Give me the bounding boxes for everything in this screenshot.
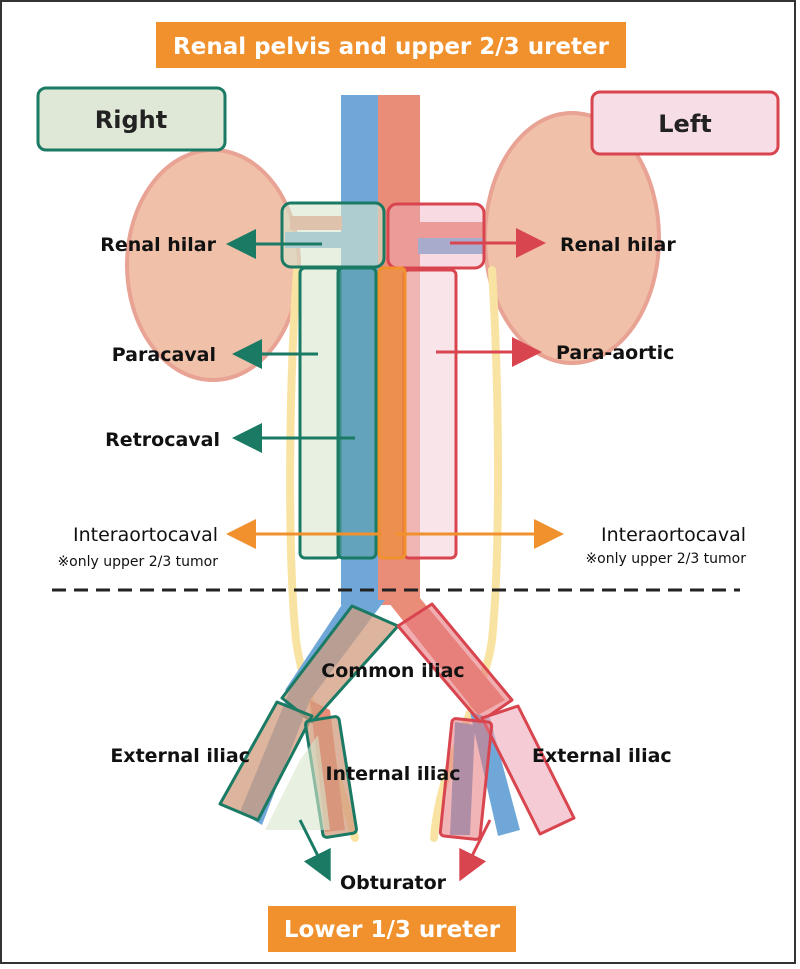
label-internal-iliac: Internal iliac bbox=[325, 763, 460, 785]
label-paracaval: Paracaval bbox=[112, 344, 216, 366]
paracaval-box bbox=[298, 266, 342, 560]
note-right: ※only upper 2/3 tumor bbox=[57, 554, 218, 570]
label-common-iliac: Common iliac bbox=[321, 660, 464, 682]
label-left-renal-hilar: Renal hilar bbox=[560, 234, 676, 256]
arrow-obturator-left bbox=[459, 819, 492, 882]
label-external-iliac-right: External iliac bbox=[110, 745, 250, 767]
left-side-box bbox=[590, 90, 780, 156]
left-common-iliac-box bbox=[396, 602, 514, 724]
label-external-iliac-left: External iliac bbox=[532, 745, 672, 767]
arrow-obturator-right bbox=[298, 819, 331, 882]
right-nodal-regions bbox=[218, 201, 400, 839]
interaortocaval-box bbox=[377, 266, 407, 560]
bottom-banner-title: Lower 1/3 ureter bbox=[284, 917, 501, 943]
left-renal-hilar-box bbox=[386, 202, 486, 270]
para-aortic-box bbox=[402, 268, 458, 560]
left-renal-artery bbox=[418, 222, 484, 238]
bottom-banner-bg bbox=[268, 906, 516, 952]
right-obturator-region bbox=[265, 735, 330, 830]
left-nodal-regions bbox=[377, 202, 576, 841]
note-left: ※only upper 2/3 tumor bbox=[585, 551, 746, 567]
label-retrocaval: Retrocaval bbox=[105, 429, 220, 451]
label-interaortocaval-left: Interaortocaval bbox=[601, 524, 746, 546]
retrocaval-box bbox=[336, 266, 378, 560]
label-interaortocaval-right: Interaortocaval bbox=[73, 524, 218, 546]
top-banner-bg bbox=[156, 22, 626, 68]
right-side-label: Right bbox=[95, 106, 167, 134]
left-side-label: Left bbox=[658, 110, 711, 138]
label-obturator: Obturator bbox=[340, 872, 447, 894]
label-right-renal-hilar: Renal hilar bbox=[100, 234, 216, 256]
left-internal-iliac-box bbox=[438, 717, 494, 841]
label-para-aortic: Para-aortic bbox=[556, 342, 674, 364]
left-external-iliac-box bbox=[480, 704, 576, 836]
right-external-iliac-box bbox=[218, 700, 314, 822]
right-side-box bbox=[36, 86, 227, 152]
top-banner-title: Renal pelvis and upper 2/3 ureter bbox=[173, 34, 610, 60]
right-renal-hilar-box bbox=[280, 201, 386, 269]
